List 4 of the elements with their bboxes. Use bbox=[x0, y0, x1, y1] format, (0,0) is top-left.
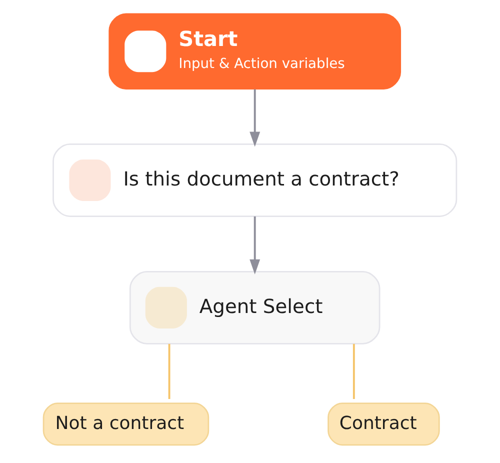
connector bbox=[168, 344, 170, 399]
arrow bbox=[250, 216, 260, 274]
connector bbox=[352, 344, 355, 399]
arrow bbox=[250, 89, 260, 147]
